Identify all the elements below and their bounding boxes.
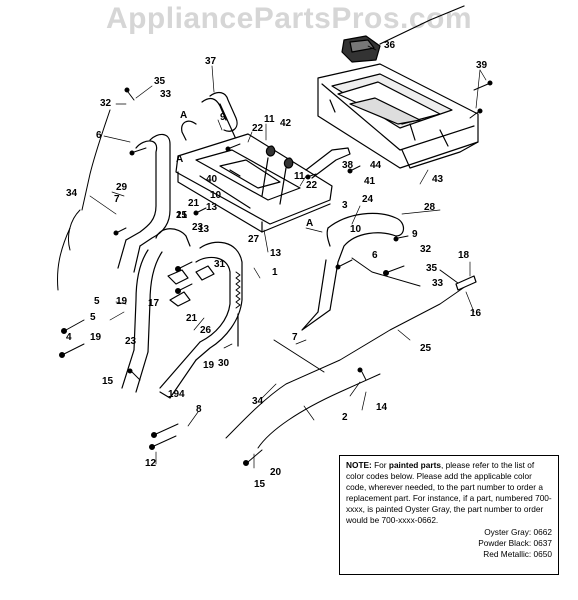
callout-part-28: 28 [424, 202, 436, 213]
callout-part-33: 33 [160, 89, 172, 100]
callout-part-24: 24 [362, 194, 374, 205]
callout-part-11: 11 [294, 171, 305, 182]
callout-part-22: 22 [306, 180, 318, 191]
callout-part-38: 38 [342, 160, 354, 171]
callout-ref-a: A [180, 110, 187, 121]
callout-ref-a: A [176, 154, 183, 165]
callout-part-2: 2 [342, 412, 348, 423]
callout-part-6: 6 [372, 250, 378, 261]
shift-levers [261, 145, 351, 205]
callout-part-18: 18 [458, 250, 470, 261]
callout-part-23: 23 [125, 336, 137, 347]
callout-part-7: 7 [292, 332, 298, 343]
callout-part-9: 9 [220, 112, 226, 123]
callout-part-13: 13 [206, 202, 218, 213]
callout-part-4: 4 [179, 389, 185, 400]
note-text-b: , please refer to the list of color code… [346, 460, 552, 525]
callout-part-5: 5 [90, 312, 96, 323]
callout-part-20: 20 [270, 467, 282, 478]
callout-part-22: 22 [252, 123, 264, 134]
callout-part-33: 33 [432, 278, 444, 289]
callout-part-15: 15 [254, 479, 266, 490]
callout-part-6: 6 [96, 130, 102, 141]
callout-part-15: 15 [176, 210, 188, 221]
callout-part-10: 10 [210, 190, 222, 201]
callout-part-34: 34 [252, 396, 264, 407]
callout-part-7: 7 [114, 194, 120, 205]
note-body: NOTE: For painted parts, please refer to… [346, 460, 552, 526]
callout-part-14: 14 [376, 402, 388, 413]
color-code-oyster-gray: Oyster Gray: 0662 [484, 527, 552, 537]
dashboard-panel [317, 63, 479, 169]
callout-part-19: 19 [90, 332, 102, 343]
callout-part-36: 36 [384, 40, 396, 51]
callout-part-32: 32 [100, 98, 112, 109]
callout-part-23: 23 [192, 222, 204, 233]
callout-part-29: 29 [116, 182, 128, 193]
callout-part-13: 13 [198, 224, 210, 235]
callout-part-40: 40 [206, 174, 218, 185]
callout-part-21: 21 [186, 313, 198, 324]
note-text-a: For [371, 460, 389, 470]
callout-part-3: 3 [342, 200, 348, 211]
spring [235, 271, 241, 347]
callout-part-16: 16 [470, 308, 482, 319]
callout-part-25: 25 [420, 343, 432, 354]
callout-part-34: 34 [66, 188, 78, 199]
color-codes: Oyster Gray: 0662 Powder Black: 0637 Red… [346, 527, 552, 560]
left-handlebar [117, 133, 171, 273]
note-bold: painted parts [388, 460, 441, 470]
callout-part-21: 21 [176, 210, 188, 221]
callout-part-13: 13 [270, 248, 282, 259]
callout-part-15: 15 [102, 376, 114, 387]
callout-part-31: 31 [214, 259, 226, 270]
cables [57, 109, 467, 449]
wing-nuts [167, 265, 215, 307]
cable-end [455, 275, 477, 291]
callout-part-11: 11 [264, 114, 275, 125]
callout-part-37: 37 [205, 56, 217, 67]
leader-lines [89, 45, 487, 469]
hardware-bolts [59, 80, 493, 466]
ignition-key-part [341, 5, 465, 63]
callout-part-8: 8 [196, 404, 202, 415]
callout-part-19: 19 [203, 360, 215, 371]
callout-part-35: 35 [154, 76, 166, 87]
callout-part-17: 17 [148, 298, 160, 309]
callout-part-42: 42 [280, 118, 292, 129]
callout-part-39: 39 [476, 60, 488, 71]
right-handlebar [301, 212, 405, 331]
callout-part-19: 19 [168, 389, 180, 400]
callout-part-41: 41 [364, 176, 376, 187]
callout-part-12: 12 [145, 458, 157, 469]
callout-part-9: 9 [412, 229, 418, 240]
callout-part-4: 4 [66, 332, 72, 343]
callout-part-5: 5 [94, 296, 100, 307]
handle-frame [175, 133, 333, 233]
callout-part-32: 32 [420, 244, 432, 255]
callout-part-10: 10 [350, 224, 362, 235]
callout-part-30: 30 [218, 358, 230, 369]
callout-part-19: 19 [116, 296, 128, 307]
painted-parts-note: NOTE: For painted parts, please refer to… [339, 455, 559, 575]
callout-ref-a: A [306, 218, 313, 229]
callout-part-43: 43 [432, 174, 444, 185]
callout-part-26: 26 [200, 325, 212, 336]
color-code-powder-black: Powder Black: 0637 [478, 538, 552, 548]
lower-handle-left [121, 228, 191, 393]
callout-part-35: 35 [426, 263, 438, 274]
lower-handle-right [159, 241, 243, 399]
color-code-red-metallic: Red Metallic: 0650 [483, 549, 552, 559]
callout-part-21: 21 [188, 198, 200, 209]
note-label: NOTE: [346, 460, 372, 470]
callout-part-1: 1 [272, 267, 278, 278]
callout-part-27: 27 [248, 234, 260, 245]
callout-part-44: 44 [370, 160, 382, 171]
